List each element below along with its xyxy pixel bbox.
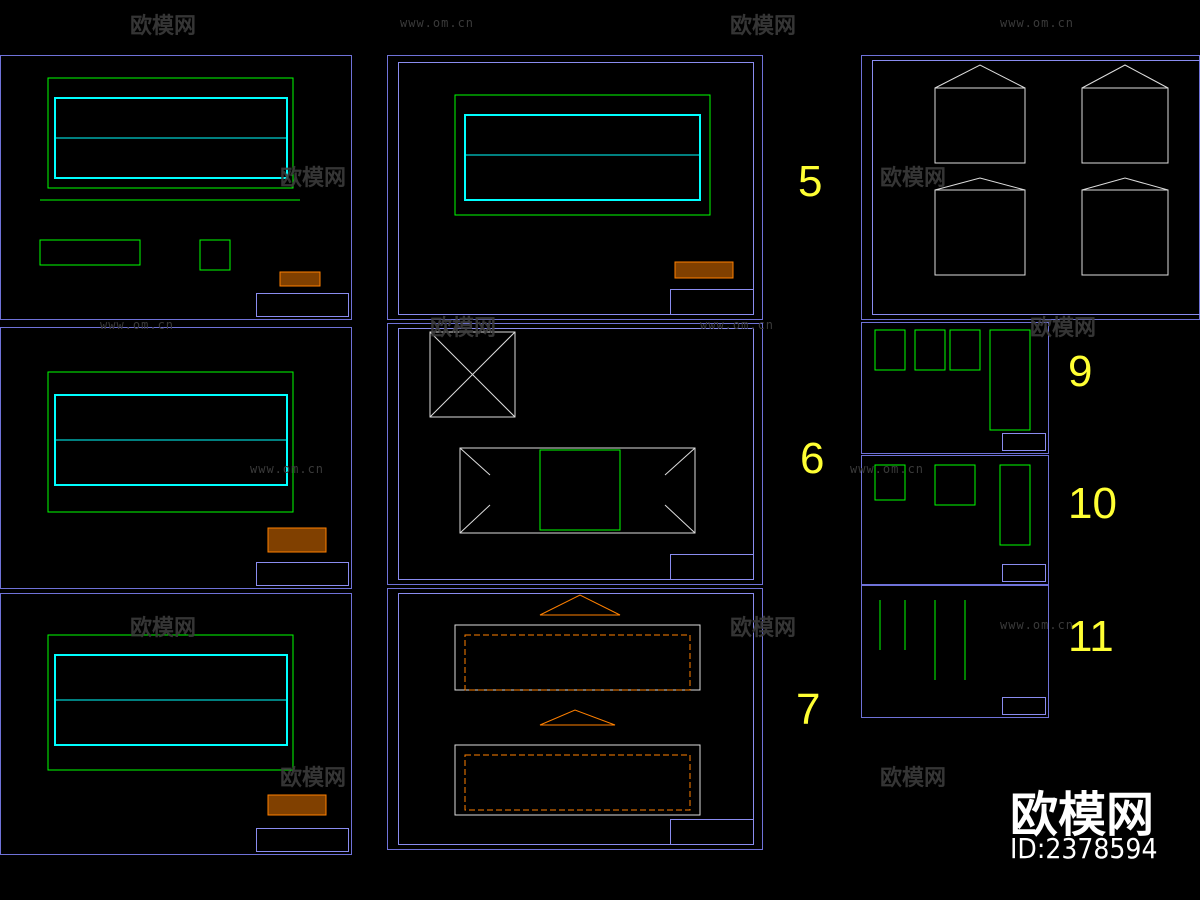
title-block bbox=[256, 562, 349, 586]
title-block bbox=[1002, 433, 1046, 451]
plan-2-linework bbox=[47, 371, 327, 553]
sheet-number-11: 11 bbox=[1068, 612, 1114, 661]
sheet-stair-details-a[interactable] bbox=[861, 322, 1049, 454]
watermark-logo: 欧模网 bbox=[430, 316, 497, 341]
elevations-linework bbox=[454, 594, 701, 816]
title-block bbox=[670, 819, 754, 845]
title-block bbox=[1002, 697, 1046, 715]
sheet-floor-plan-1[interactable] bbox=[0, 55, 352, 320]
sheet-frame bbox=[398, 328, 754, 580]
watermark-logo: 欧模网 bbox=[730, 14, 797, 39]
roof-plan-linework bbox=[429, 331, 696, 534]
watermark-url: www.om.cn bbox=[250, 462, 325, 476]
watermark-logo: 欧模网 bbox=[730, 616, 797, 641]
title-block bbox=[256, 293, 349, 317]
plan-1-linework bbox=[39, 77, 321, 287]
stair-details-linework bbox=[874, 329, 1031, 680]
sheet-number-6: 6 bbox=[800, 434, 825, 483]
title-block bbox=[256, 828, 349, 852]
sheet-number-7: 7 bbox=[796, 685, 821, 734]
watermark-logo: 欧模网 bbox=[130, 14, 197, 39]
watermark-url: www.om.cn bbox=[400, 16, 475, 30]
sheet-roof-plan[interactable] bbox=[387, 323, 763, 585]
sheet-number-5: 5 bbox=[798, 157, 823, 206]
sections-linework bbox=[934, 64, 1169, 276]
sheet-floor-plan-4[interactable] bbox=[387, 55, 763, 320]
watermark-logo: 欧模网 bbox=[130, 616, 197, 641]
sheet-number-9: 9 bbox=[1068, 347, 1093, 396]
watermark-logo: 欧模网 bbox=[880, 766, 947, 791]
plan-4-linework bbox=[454, 94, 734, 279]
watermark-url: www.om.cn bbox=[100, 318, 175, 332]
sheet-frame bbox=[398, 62, 754, 315]
sheet-frame bbox=[872, 60, 1200, 315]
watermark-url: www.om.cn bbox=[850, 462, 925, 476]
plan-3-linework bbox=[47, 634, 327, 816]
watermark-url: www.om.cn bbox=[700, 318, 775, 332]
watermark-url: www.om.cn bbox=[1000, 618, 1075, 632]
sheet-number-10: 10 bbox=[1068, 479, 1117, 528]
sheet-floor-plan-2[interactable] bbox=[0, 327, 352, 589]
title-block bbox=[670, 554, 754, 580]
brand-name: 欧模网 bbox=[1010, 787, 1155, 843]
watermark-logo: 欧模网 bbox=[1030, 316, 1097, 341]
watermark-logo: 欧模网 bbox=[280, 766, 347, 791]
sheet-floor-plan-3[interactable] bbox=[0, 593, 352, 855]
sheet-elevations[interactable] bbox=[387, 588, 763, 850]
sheet-stair-details-b[interactable] bbox=[861, 455, 1049, 585]
watermark-logo: 欧模网 bbox=[880, 166, 947, 191]
title-block bbox=[670, 289, 754, 315]
brand-id: ID:2378594 bbox=[1010, 832, 1158, 865]
watermark-url: www.om.cn bbox=[1000, 16, 1075, 30]
watermark-logo: 欧模网 bbox=[280, 166, 347, 191]
sheet-frame bbox=[398, 593, 754, 845]
title-block bbox=[1002, 564, 1046, 582]
sheet-wall-details[interactable] bbox=[861, 585, 1049, 718]
